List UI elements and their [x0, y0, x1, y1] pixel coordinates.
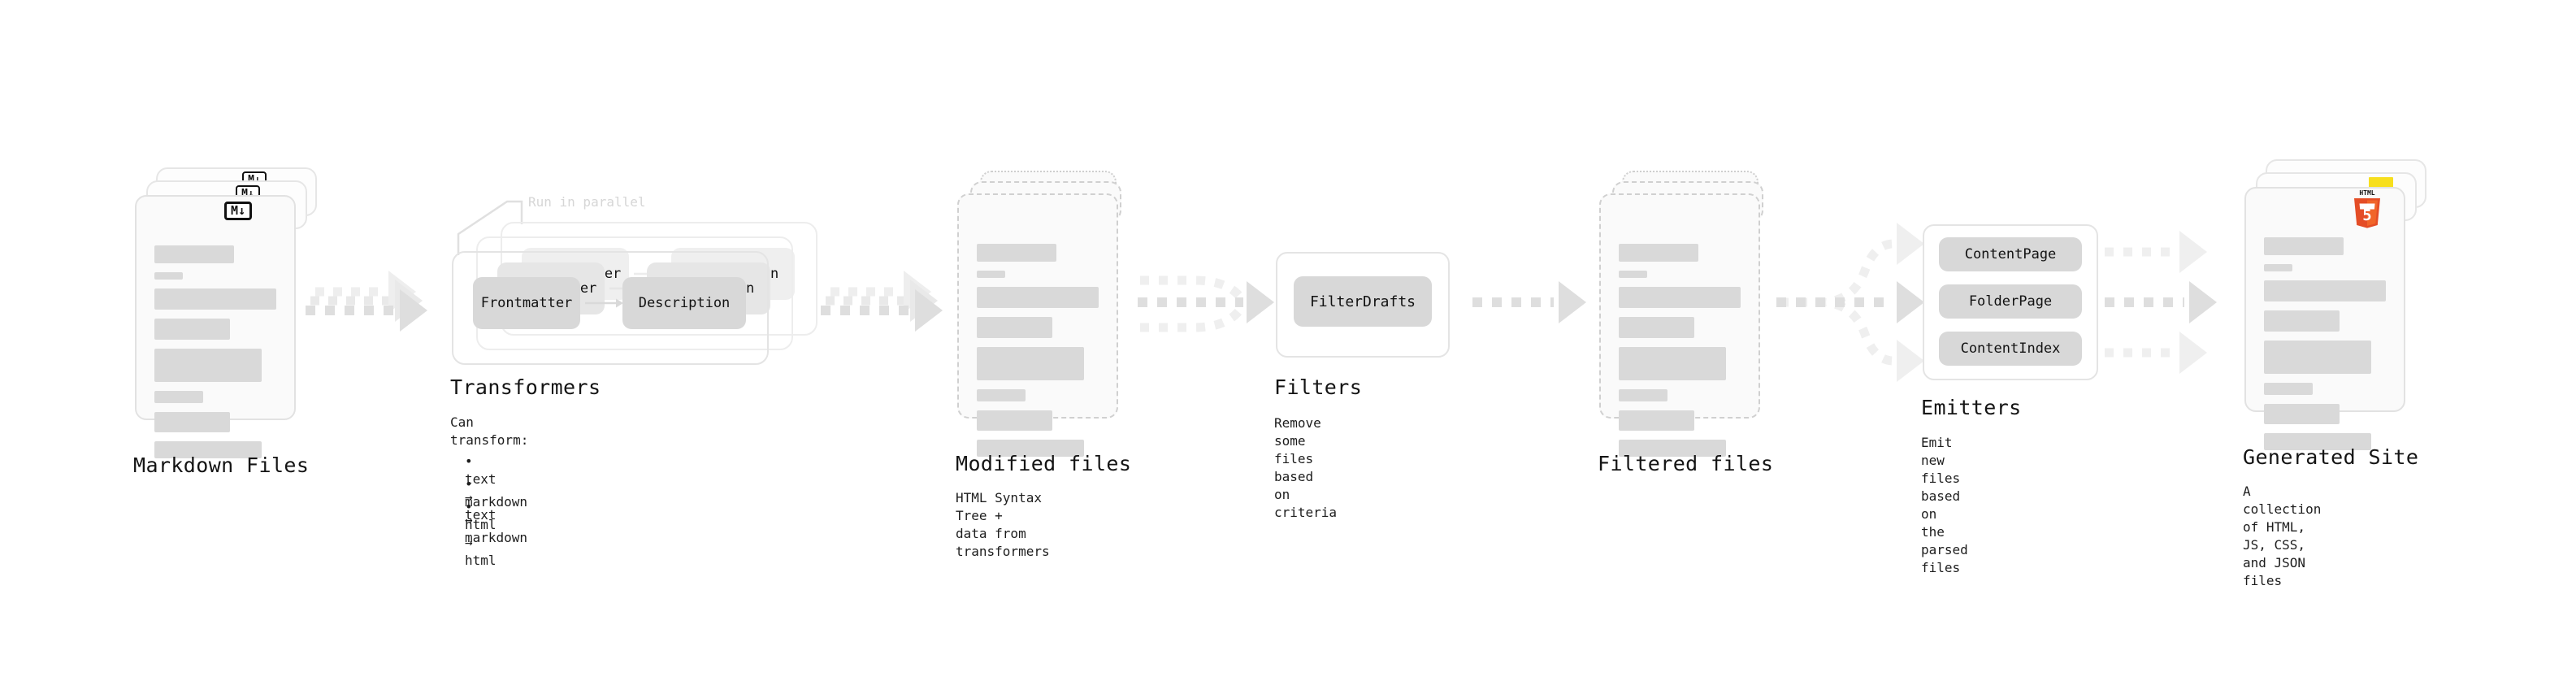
bullet-text: text → text	[465, 471, 497, 523]
content-bar	[1619, 347, 1726, 380]
content-bar	[977, 271, 1005, 278]
content-bar	[977, 389, 1026, 401]
transformer-bullet-1: • text → text	[465, 435, 497, 524]
content-bar	[2264, 237, 2344, 255]
stage-subtitle-modified-files: HTML Syntax Tree + data from transformer…	[956, 490, 1050, 559]
bullet-marker: •	[465, 476, 473, 492]
bullet-text: markdown → markdown	[465, 494, 528, 545]
content-bar	[154, 245, 234, 263]
content-bar	[154, 288, 276, 310]
modified-card-content	[977, 244, 1099, 466]
content-bar	[1619, 271, 1647, 278]
transformer-bullet-2: • markdown → markdown	[465, 458, 527, 547]
site-card-front[interactable]	[2244, 187, 2405, 450]
content-bar	[154, 272, 183, 280]
stage-title-generated-site: Generated Site	[2243, 445, 2419, 469]
site-card-content	[2264, 237, 2386, 459]
filtered-card-content	[1619, 244, 1741, 466]
bullet-text: html → html	[465, 517, 497, 568]
stage-title-transformers: Transformers	[450, 375, 601, 399]
stage-subtitle-generated-site: A collection of HTML, JS, CSS, and JSON …	[2243, 484, 2322, 588]
stage-subtitle-emitters: Emit new files based on the parsed files	[1921, 435, 1968, 575]
content-bar	[1619, 389, 1667, 401]
html5-icon-number: 5	[2362, 206, 2371, 224]
transformer-pill-description[interactable]: Description	[622, 277, 746, 329]
connector-filtered-to-emitters	[1776, 223, 1924, 382]
connector-transformers-to-modified	[821, 271, 943, 332]
content-bar	[2264, 340, 2371, 374]
stage-title-emitters: Emitters	[1921, 396, 2022, 419]
bullet-marker: •	[465, 499, 473, 514]
content-bar	[2264, 383, 2313, 395]
content-bar	[154, 319, 230, 340]
emitter-pill-folderpage[interactable]: FolderPage	[1939, 284, 2082, 319]
transformer-pill-frontmatter[interactable]: Frontmatter	[473, 277, 580, 329]
content-bar	[1619, 244, 1698, 262]
stage-title-filtered-files: Filtered files	[1598, 452, 1774, 475]
bullet-marker: •	[465, 453, 473, 469]
markdown-icon: M↓	[224, 202, 252, 220]
content-bar	[154, 412, 230, 432]
content-bar	[154, 391, 203, 403]
filtered-card-front[interactable]	[1599, 193, 1760, 457]
content-bar	[154, 349, 262, 382]
connector-emitters-to-site	[2105, 231, 2217, 374]
content-bar	[977, 317, 1052, 338]
connector-modified-to-filters	[1138, 275, 1274, 332]
content-bar	[2264, 310, 2340, 332]
html5-icon-top-label: HTML	[2359, 189, 2374, 197]
content-bar	[977, 410, 1052, 431]
content-bar	[977, 347, 1084, 380]
parallel-callout-bracket	[457, 200, 523, 255]
emitter-pill-contentindex[interactable]: ContentIndex	[1939, 332, 2082, 366]
html5-icon: HTML 5	[2352, 188, 2383, 228]
modified-card-front[interactable]	[957, 193, 1118, 457]
content-bar	[2264, 404, 2340, 424]
filter-pill-filterdrafts[interactable]: FilterDrafts	[1294, 276, 1432, 327]
stage-subtitle-transformers: Can transform:	[450, 414, 529, 448]
content-bar	[1619, 440, 1726, 457]
stage-title-markdown-files: Markdown Files	[133, 453, 310, 477]
content-bar	[2264, 280, 2386, 301]
stage-title-filters: Filters	[1274, 375, 1363, 399]
content-bar	[1619, 287, 1741, 308]
content-bar	[2264, 264, 2292, 271]
stage-title-modified-files: Modified files	[956, 452, 1132, 475]
content-bar	[977, 287, 1099, 308]
transformer-arrow-l1	[585, 298, 623, 308]
content-bar	[2264, 433, 2371, 450]
connector-filters-to-filtered	[1472, 281, 1586, 323]
content-bar	[977, 440, 1084, 457]
connector-md-to-transformers	[306, 271, 427, 332]
transformer-layer-1[interactable]	[452, 251, 769, 365]
parallel-annotation: Run in parallel	[528, 194, 646, 210]
transformer-bullet-3: • html → html	[465, 480, 497, 570]
content-bar	[154, 441, 262, 458]
markdown-card-content	[154, 245, 276, 467]
content-bar	[1619, 410, 1694, 431]
content-bar	[977, 244, 1056, 262]
content-bar	[1619, 317, 1694, 338]
emitter-pill-contentpage[interactable]: ContentPage	[1939, 237, 2082, 271]
markdown-card-front[interactable]	[135, 195, 296, 458]
stage-subtitle-filters: Remove some files based on criteria	[1274, 415, 1338, 520]
